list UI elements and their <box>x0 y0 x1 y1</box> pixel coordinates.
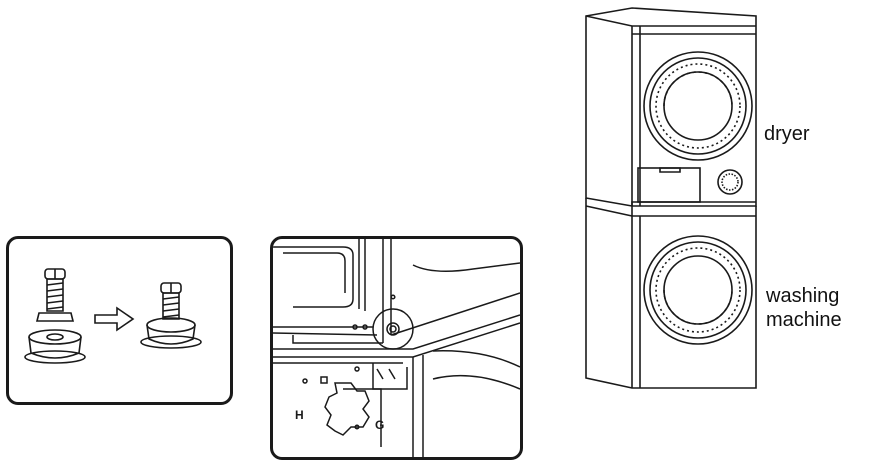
foot-assembly-panel <box>6 236 233 405</box>
washing-machine-label: washing machine <box>766 284 842 332</box>
foot-screw-icon <box>24 268 86 364</box>
assembled-foot-icon <box>140 282 202 349</box>
foot-assembly-illustration <box>24 268 202 364</box>
arrow-right-icon <box>94 306 135 332</box>
stacked-appliances-illustration <box>585 7 757 389</box>
stacking-bracket-closeup-panel: H G <box>270 236 523 460</box>
bracket-closeup-illustration: H G <box>273 239 520 457</box>
dryer-unit <box>585 7 757 207</box>
washing-machine-label-line2: machine <box>766 309 842 331</box>
marking-h: H <box>295 408 304 422</box>
washing-machine-unit <box>585 198 757 389</box>
marking-g: G <box>375 418 384 432</box>
washing-machine-label-line1: washing <box>766 285 840 307</box>
dryer-label: dryer <box>764 123 810 145</box>
